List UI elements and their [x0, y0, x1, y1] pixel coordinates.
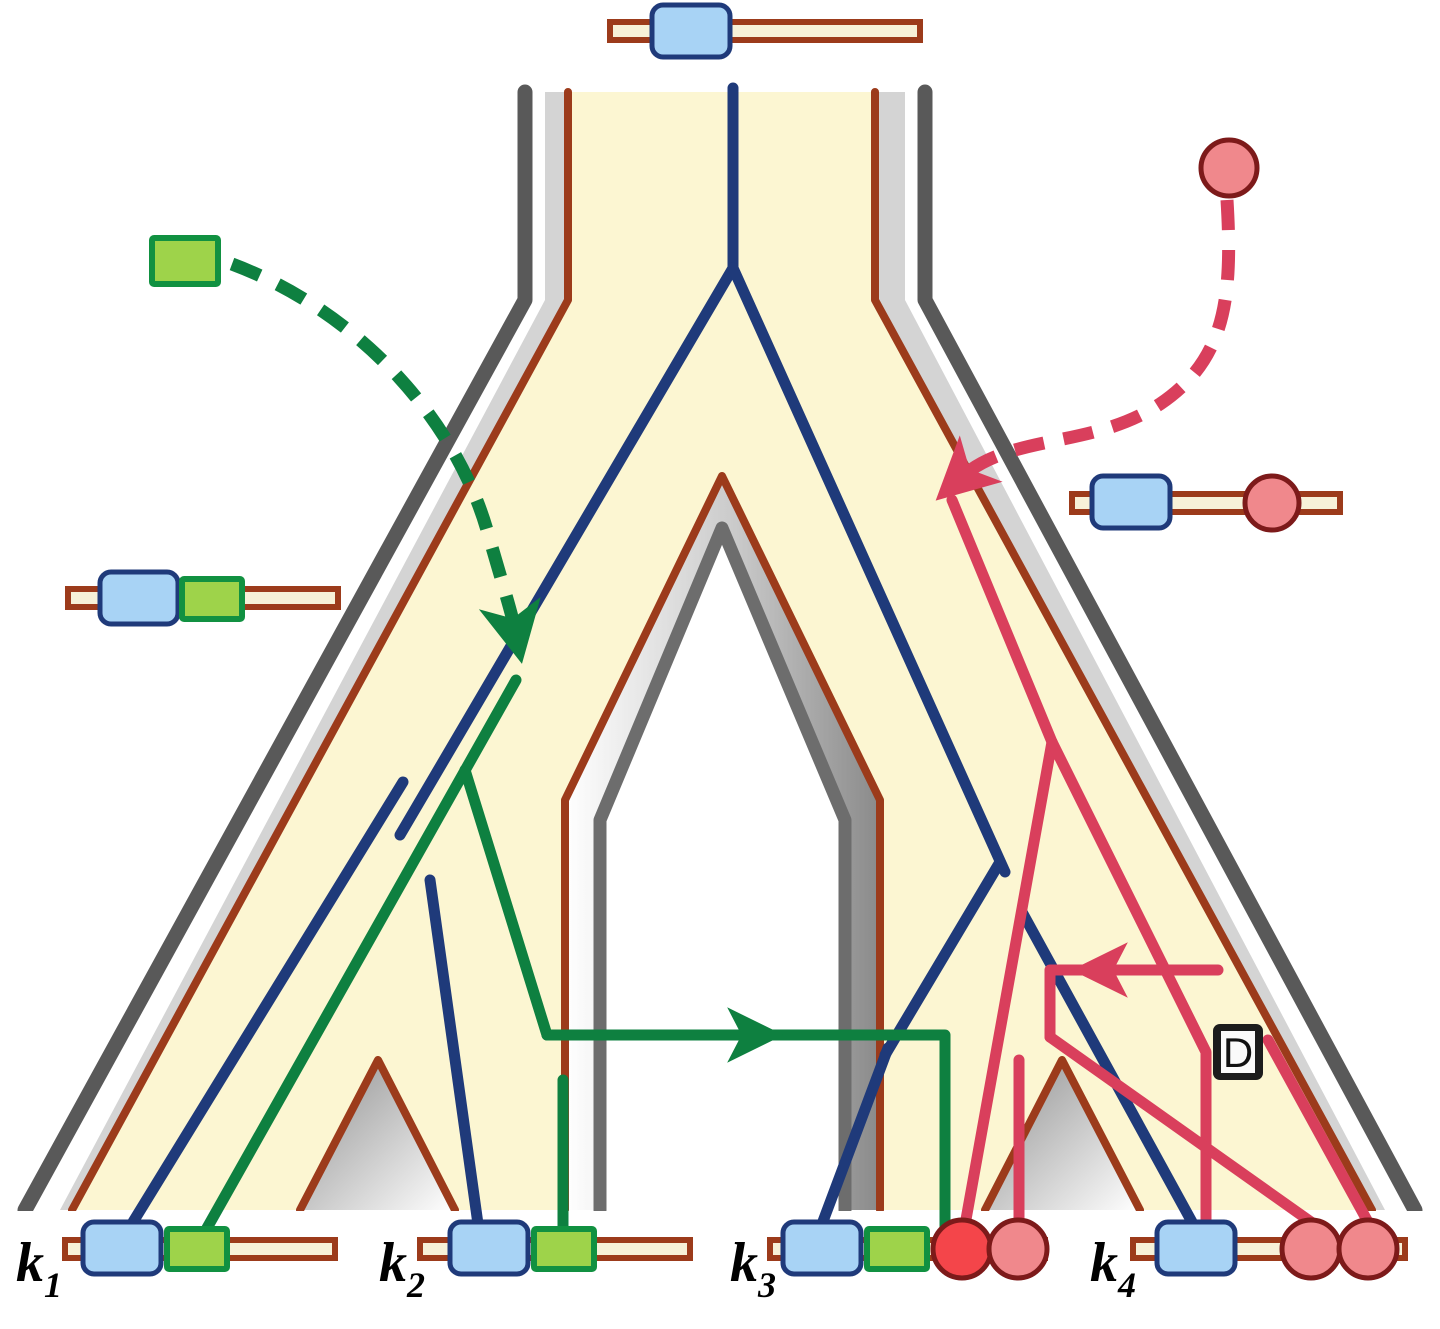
- free-red-mutation-circle[interactable]: [1198, 137, 1260, 199]
- acquisition-arrows: [229, 199, 1236, 664]
- sample-genotypes: [62, 1217, 1408, 1281]
- k4-blue-box[interactable]: [1154, 1219, 1238, 1277]
- blue-branch-left-stub: [127, 776, 409, 1228]
- k2-green-box[interactable]: [531, 1226, 597, 1272]
- driver-mutation-label: D: [1223, 1029, 1253, 1076]
- k3-green-box[interactable]: [864, 1226, 930, 1272]
- tree-outer-stroke-left: [17, 84, 533, 1218]
- red-branch-down-right: [1046, 736, 1212, 1231]
- blue-branch-right: [727, 262, 1011, 878]
- kite-hole-dark-ring: [593, 521, 852, 1217]
- blue-branch-right-stub: [879, 856, 1006, 1061]
- blue-gene-box[interactable]: [1089, 473, 1173, 531]
- k3-red-circle-2[interactable]: [986, 1217, 1050, 1281]
- tree-outer-stroke-right: [917, 84, 1423, 1218]
- k3-blue-box[interactable]: [780, 1219, 864, 1277]
- tree-inner-brown-outline: [68, 88, 572, 1214]
- blue-lineage-lines: [127, 82, 1198, 1230]
- red-mutation-acquisition-arrow: [935, 199, 1236, 501]
- driver-label-box-inner: [1221, 1031, 1255, 1073]
- k2-blue-box[interactable]: [447, 1219, 531, 1277]
- pale-red-mutation-circle[interactable]: [1242, 473, 1302, 533]
- k1-blue-box[interactable]: [80, 1219, 164, 1277]
- green-branch-mid: [459, 764, 553, 1041]
- green-mutation-box[interactable]: [179, 576, 245, 622]
- tree-body: [0, 84, 1440, 1329]
- blue-gene-box[interactable]: [649, 2, 733, 60]
- blue-branch-right-child: [1016, 906, 1198, 1228]
- blue-gene-box[interactable]: [97, 569, 181, 627]
- notch-left-fill: [300, 1060, 455, 1210]
- tree-fill-body: [72, 92, 1372, 1210]
- green-mutation-acquisition-arrow: [229, 257, 541, 664]
- blue-branch-k3: [816, 1042, 894, 1230]
- sample-k4: [1130, 1217, 1408, 1281]
- driver-mutation-label-group[interactable]: D: [1213, 1024, 1263, 1080]
- red-leaf-k4b: [1262, 1034, 1374, 1228]
- red-leaf-k4a: [1044, 1031, 1317, 1228]
- sample-k2: [417, 1219, 693, 1277]
- sample-k1: [62, 1219, 338, 1277]
- blue-branch-left: [394, 262, 739, 841]
- sample-k3-label: k3: [730, 1232, 776, 1305]
- genotype-right-red: [1069, 473, 1343, 533]
- red-main: [946, 494, 1058, 748]
- k1-green-box[interactable]: [164, 1226, 230, 1272]
- sample-k3: [767, 1217, 1050, 1281]
- k4-red-circle-1[interactable]: [1279, 1217, 1343, 1281]
- sample-k4-label: k4: [1090, 1232, 1136, 1305]
- tree-inner-brown-outline-right: [871, 88, 1376, 1214]
- genotype-top-ancestral: [607, 2, 923, 60]
- free-green-mutation-square[interactable]: [149, 235, 221, 287]
- red-branch-down-left: [959, 736, 1058, 1231]
- genotype-left-green: [65, 569, 341, 627]
- notch-left-outline: [296, 1056, 459, 1214]
- free-markers: [149, 137, 1260, 287]
- legend-genotypes: [65, 2, 1343, 627]
- blue-branch-left-child: [424, 874, 484, 1230]
- k3-red-circle-1[interactable]: [930, 1217, 994, 1281]
- k4-red-circle-2[interactable]: [1336, 1217, 1400, 1281]
